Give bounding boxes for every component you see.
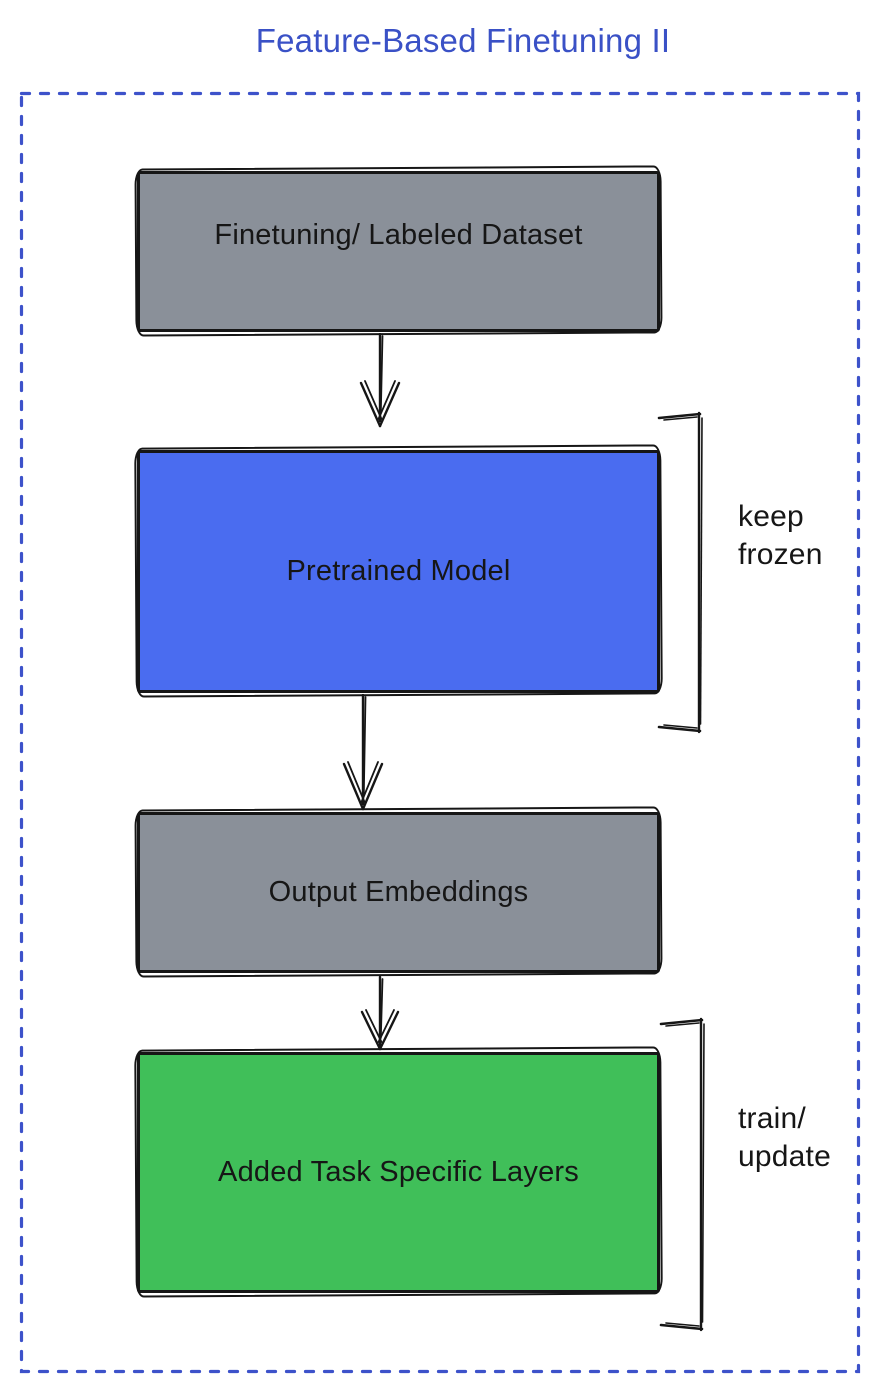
node-pretrained-model: Pretrained Model — [137, 450, 660, 693]
annotation-keep-frozen: keep frozen — [738, 498, 823, 574]
node-output-embeddings: Output Embeddings — [137, 812, 660, 973]
arrow-down-icon — [359, 333, 401, 428]
node-added-task-layers: Added Task Specific Layers — [137, 1052, 660, 1293]
annotation-line: update — [738, 1140, 831, 1173]
page-title: Feature-Based Finetuning II — [255, 22, 671, 59]
annotation-line: keep — [738, 500, 804, 533]
bracket-train-update — [659, 1017, 705, 1332]
node-label: Added Task Specific Layers — [218, 1156, 579, 1188]
node-label: Output Embeddings — [268, 876, 529, 908]
bracket-keep-frozen — [657, 411, 703, 734]
node-label: Pretrained Model — [286, 555, 511, 587]
node-label: Finetuning/ Labeled Dataset — [214, 219, 583, 251]
annotation-line: train/ — [738, 1102, 806, 1135]
arrow-down-icon — [342, 694, 384, 811]
annotation-line: frozen — [738, 538, 823, 571]
node-finetuning-dataset: Finetuning/ Labeled Dataset — [137, 171, 660, 332]
annotation-train-update: train/ update — [738, 1100, 831, 1176]
arrow-down-icon — [360, 976, 400, 1051]
